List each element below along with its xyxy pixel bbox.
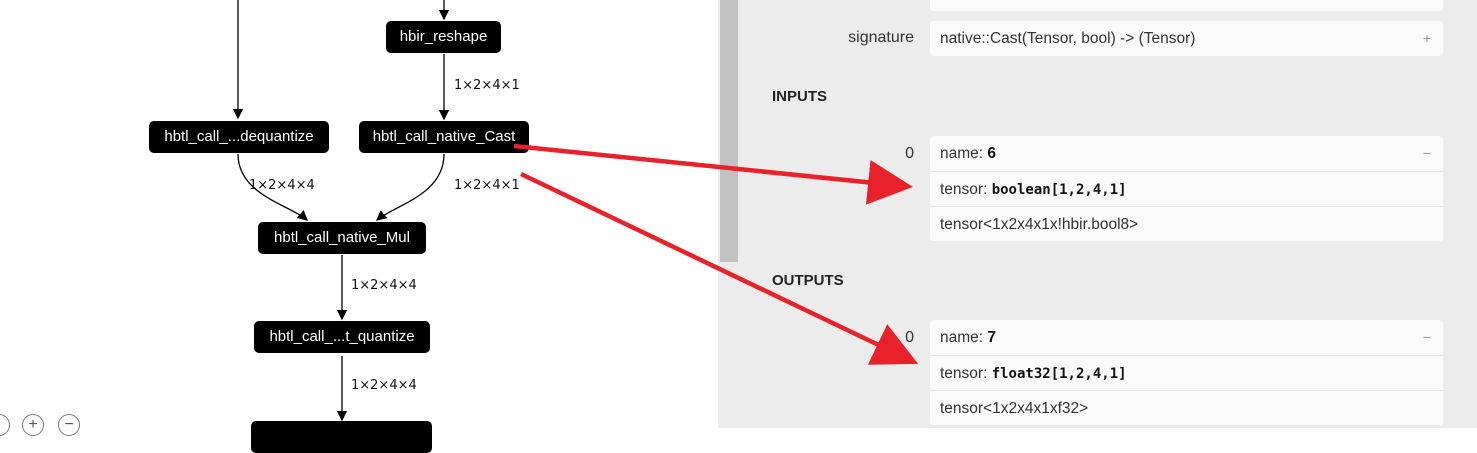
node-native-mul[interactable]: hbtl_call_native_Mul xyxy=(258,222,426,254)
output-index: 0 xyxy=(905,329,914,346)
output-box: name: 7 tensor: float32[1,2,4,1] tensor<… xyxy=(930,320,1443,425)
output-type-row: tensor<1x2x4x1xf32> xyxy=(930,390,1443,425)
input-type-row: tensor<1x2x4x1x!hbir.bool8> xyxy=(930,206,1443,241)
edge-label-quantize-out: 1×2×4×4 xyxy=(351,378,417,393)
node-hbir-reshape[interactable]: hbir_reshape xyxy=(386,21,501,53)
outputs-heading: OUTPUTS xyxy=(772,272,844,289)
node-native-cast[interactable]: hbtl_call_native_Cast xyxy=(359,121,529,153)
input-name-row: name: 6 xyxy=(940,145,997,162)
collapse-output-icon[interactable]: − xyxy=(1422,329,1431,345)
sidebar-scrollbar[interactable] xyxy=(718,0,740,428)
node-quantize[interactable]: hbtl_call_...t_quantize xyxy=(254,321,430,353)
input-box: name: 6 tensor: boolean[1,2,4,1] tensor<… xyxy=(930,136,1443,241)
attribute-value-box-clipped xyxy=(930,0,1443,11)
input-tensor-row: tensor: boolean[1,2,4,1] xyxy=(930,171,1443,206)
signature-box: native::Cast(Tensor, bool) -> (Tensor) + xyxy=(930,21,1443,56)
zoom-in-icon[interactable]: + xyxy=(22,414,44,436)
node-dequantize[interactable]: hbtl_call_...dequantize xyxy=(149,121,329,153)
output-tensor-row: tensor: float32[1,2,4,1] xyxy=(930,355,1443,390)
edge-label-mul-quantize: 1×2×4×4 xyxy=(351,278,417,293)
edge-dequantize-mul xyxy=(237,153,308,221)
expand-signature-icon[interactable]: + xyxy=(1422,30,1431,46)
inputs-heading: INPUTS xyxy=(772,88,828,105)
edge-label-reshape-cast: 1×2×4×1 xyxy=(454,78,520,93)
output-name-row: name: 7 xyxy=(940,329,997,346)
signature-value: native::Cast(Tensor, bool) -> (Tensor) xyxy=(940,30,1196,47)
graph-canvas[interactable]: hbir_reshape hbtl_call_...dequantize hbt… xyxy=(0,0,718,453)
input-index: 0 xyxy=(905,145,914,162)
zoom-out-icon[interactable]: − xyxy=(58,414,80,436)
edge-label-cast-mul: 1×2×4×1 xyxy=(454,178,520,193)
edge-cast-mul xyxy=(376,153,445,221)
properties-sidebar: signature native::Cast(Tensor, bool) -> … xyxy=(718,0,1477,428)
collapse-input-icon[interactable]: − xyxy=(1422,145,1431,161)
edge-label-dequantize-mul: 1×2×4×4 xyxy=(249,178,315,193)
scrollbar-thumb[interactable] xyxy=(720,0,738,262)
node-next[interactable] xyxy=(251,421,432,453)
signature-label: signature xyxy=(848,29,914,46)
graph-edges xyxy=(232,0,450,422)
